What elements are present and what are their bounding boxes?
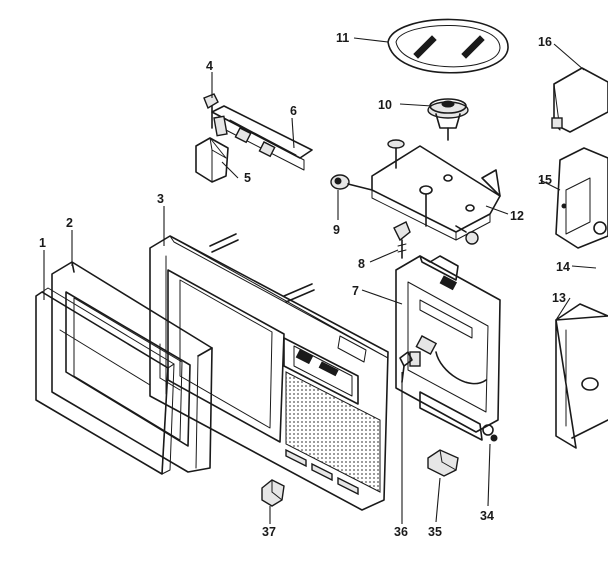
callout-7: 7 [352, 284, 359, 298]
callout-3: 3 [157, 192, 164, 206]
callout-34: 34 [480, 509, 494, 523]
callout-14: 14 [556, 260, 570, 274]
part-12-bracket [371, 139, 501, 245]
part-16-rear-cover [551, 67, 608, 133]
callout-16: 16 [538, 35, 552, 49]
part-35-clip [427, 449, 459, 477]
part-8-screw [393, 221, 411, 259]
callout-35: 35 [428, 525, 442, 539]
callout-36: 36 [394, 525, 408, 539]
callout-11: 11 [336, 31, 349, 45]
callout-12: 12 [510, 209, 524, 223]
callout-6: 6 [290, 104, 297, 118]
callout-37: 37 [262, 525, 276, 539]
callout-8: 8 [358, 257, 365, 271]
part-15-side-bracket [555, 147, 608, 249]
callout-13: 13 [552, 291, 566, 305]
part-10-pulley [427, 98, 469, 141]
part-7-subchassis [395, 255, 501, 442]
part-11-cable [387, 18, 509, 74]
part-2-window-bezel [51, 261, 213, 473]
callout-9: 9 [333, 223, 340, 237]
part-37-button [261, 479, 285, 507]
callout-1: 1 [39, 236, 46, 250]
part-13-14-cabinet-rear [555, 303, 608, 449]
part-9-cap [330, 174, 373, 191]
callout-5: 5 [244, 171, 251, 185]
callout-2: 2 [66, 216, 73, 230]
part-4-5-6-slide-switch [195, 93, 313, 183]
callout-labels: 1 2 3 4 5 6 7 8 9 10 11 12 13 14 15 16 3… [39, 31, 570, 539]
part-3-front-cabinet [149, 233, 389, 511]
leader-lines [43, 37, 597, 524]
part-1-window-lens [35, 287, 175, 475]
callout-10: 10 [378, 98, 392, 112]
callout-15: 15 [538, 173, 552, 187]
callout-4: 4 [206, 59, 213, 73]
